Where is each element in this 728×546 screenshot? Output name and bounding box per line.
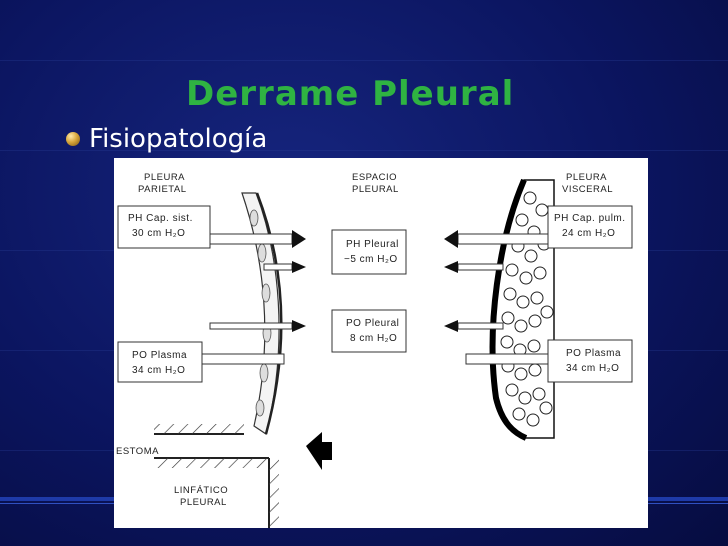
parietal-pleura-wall <box>241 192 283 435</box>
label-pleura-visceral: PLEURA VISCERAL <box>562 172 613 195</box>
box-ph-cap-sist: PH Cap. sist. 30 cm H₂O <box>117 205 211 249</box>
arrow-ph-cap-sist-2 <box>263 261 306 273</box>
label-linfatico-pleural: LINFÁTICO PLEURAL <box>174 485 231 508</box>
arrow-ph-cap-sist <box>209 230 306 248</box>
box-ph-pleural: PH Pleural −5 cm H₂O <box>331 229 407 275</box>
arrow-po-plasma-right <box>465 353 549 365</box>
arrow-ph-cap-pulm <box>444 230 549 248</box>
svg-text:PH Pleural −5 cm H₂O: PH Pleural −5 cm H₂O <box>344 239 402 265</box>
box-po-pleural: PO Pleural 8 cm H₂O <box>331 309 407 353</box>
bullet-sphere-icon <box>66 132 80 146</box>
label-pleura-parietal: PLEURA PARIETAL <box>138 172 188 195</box>
slide-title: Derrame Pleural <box>186 74 515 114</box>
label-estoma: ESTOMA <box>116 446 159 457</box>
box-po-plasma-right: PO Plasma 34 cm H₂O <box>547 339 633 383</box>
lymphatic-duct <box>154 424 279 528</box>
arrow-po-pleural-left <box>209 320 306 332</box>
box-po-plasma-left: PO Plasma 34 cm H₂O <box>117 341 203 383</box>
pleural-diagram-panel: PLEURA PARIETAL ESPACIO PLEURAL PLEURA V… <box>114 158 648 528</box>
label-espacio-pleural: ESPACIO PLEURAL <box>352 172 400 195</box>
drainage-arrow <box>306 432 332 470</box>
svg-text:PO Plasma 34 cm H₂O: PO Plasma 34 cm H₂O <box>566 348 624 374</box>
svg-text:PO Pleural 8 cm H₂O: PO Pleural 8 cm H₂O <box>346 318 403 344</box>
arrow-po-plasma-left <box>201 353 285 365</box>
box-ph-cap-pulm: PH Cap. pulm. 24 cm H₂O <box>547 205 633 249</box>
arrow-ph-cap-pulm-2 <box>444 261 504 273</box>
svg-text:PH Cap. pulm. 24 cm H₂O: PH Cap. pulm. 24 cm H₂O <box>554 213 629 239</box>
visceral-pleura-tissue <box>489 178 555 441</box>
arrow-po-pleural-right <box>444 320 504 332</box>
svg-text:PO Plasma 34 cm H₂O: PO Plasma 34 cm H₂O <box>132 350 190 376</box>
bullet-text: Fisiopatología <box>89 124 268 154</box>
pleural-diagram: PLEURA PARIETAL ESPACIO PLEURAL PLEURA V… <box>116 172 633 528</box>
bullet-item: Fisiopatología <box>66 124 267 154</box>
svg-text:PH Cap. sist. 30 cm H₂O: PH Cap. sist. 30 cm H₂O <box>128 213 196 239</box>
